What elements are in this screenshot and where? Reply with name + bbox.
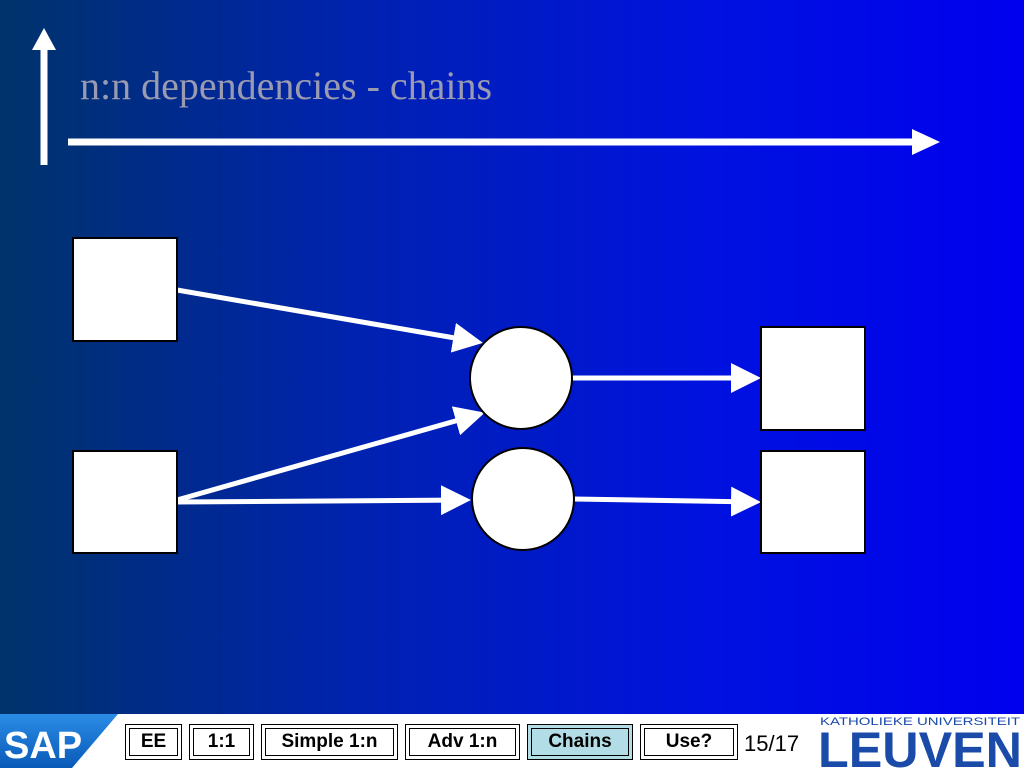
nav-button-label: EE	[140, 731, 167, 752]
kul-logo-top-text: KATHOLIEKE UNIVERSITEIT	[820, 716, 1020, 728]
vertical-axis-arrow	[32, 28, 56, 165]
arrow-bottom-circle-to-bottom-right	[573, 486, 761, 517]
nav-button-ee[interactable]: EE	[125, 724, 182, 760]
arrow-bottom-left-to-top-circle	[176, 406, 485, 503]
sap-logo: SAP	[0, 714, 118, 768]
nav-button-chains[interactable]: Chains	[527, 724, 633, 760]
circle-bottom	[471, 447, 575, 551]
nav-button-adv-1-n[interactable]: Adv 1:n	[405, 724, 520, 760]
box-bottom-right	[760, 450, 866, 554]
chain-diagram	[32, 28, 940, 554]
nav-button-label: Chains	[548, 731, 612, 752]
sap-logo-text: SAP	[4, 725, 82, 767]
kul-logo-main-text: LEUVEN	[818, 722, 1022, 768]
box-top-right	[760, 326, 866, 431]
horizontal-axis-arrow	[68, 129, 940, 155]
nav-button-label: Adv 1:n	[427, 731, 498, 752]
arrow-top-left-to-top-circle	[176, 287, 483, 353]
box-top-left	[72, 237, 178, 342]
nav-button-1-1[interactable]: 1:1	[189, 724, 254, 760]
arrow-bottom-left-to-bottom-circle	[176, 485, 471, 516]
nav-button-label: 1:1	[207, 731, 236, 752]
page-number: 15/17	[744, 731, 800, 756]
nav-button-simple-1-n[interactable]: Simple 1:n	[261, 724, 398, 760]
box-bottom-left	[72, 450, 178, 554]
slide-title: n:n dependencies - chains	[80, 63, 493, 108]
nav-button-label: Simple 1:n	[281, 731, 378, 752]
circle-top	[469, 326, 573, 430]
nav-button-use[interactable]: Use?	[640, 724, 738, 760]
nav-button-label: Use?	[665, 731, 713, 752]
ku-leuven-logo: KATHOLIEKE UNIVERSITEIT LEUVEN	[818, 716, 1022, 768]
footer-bar: SAP EE 1:1 Simple 1:n Adv 1:n Chains Use…	[0, 714, 1024, 768]
